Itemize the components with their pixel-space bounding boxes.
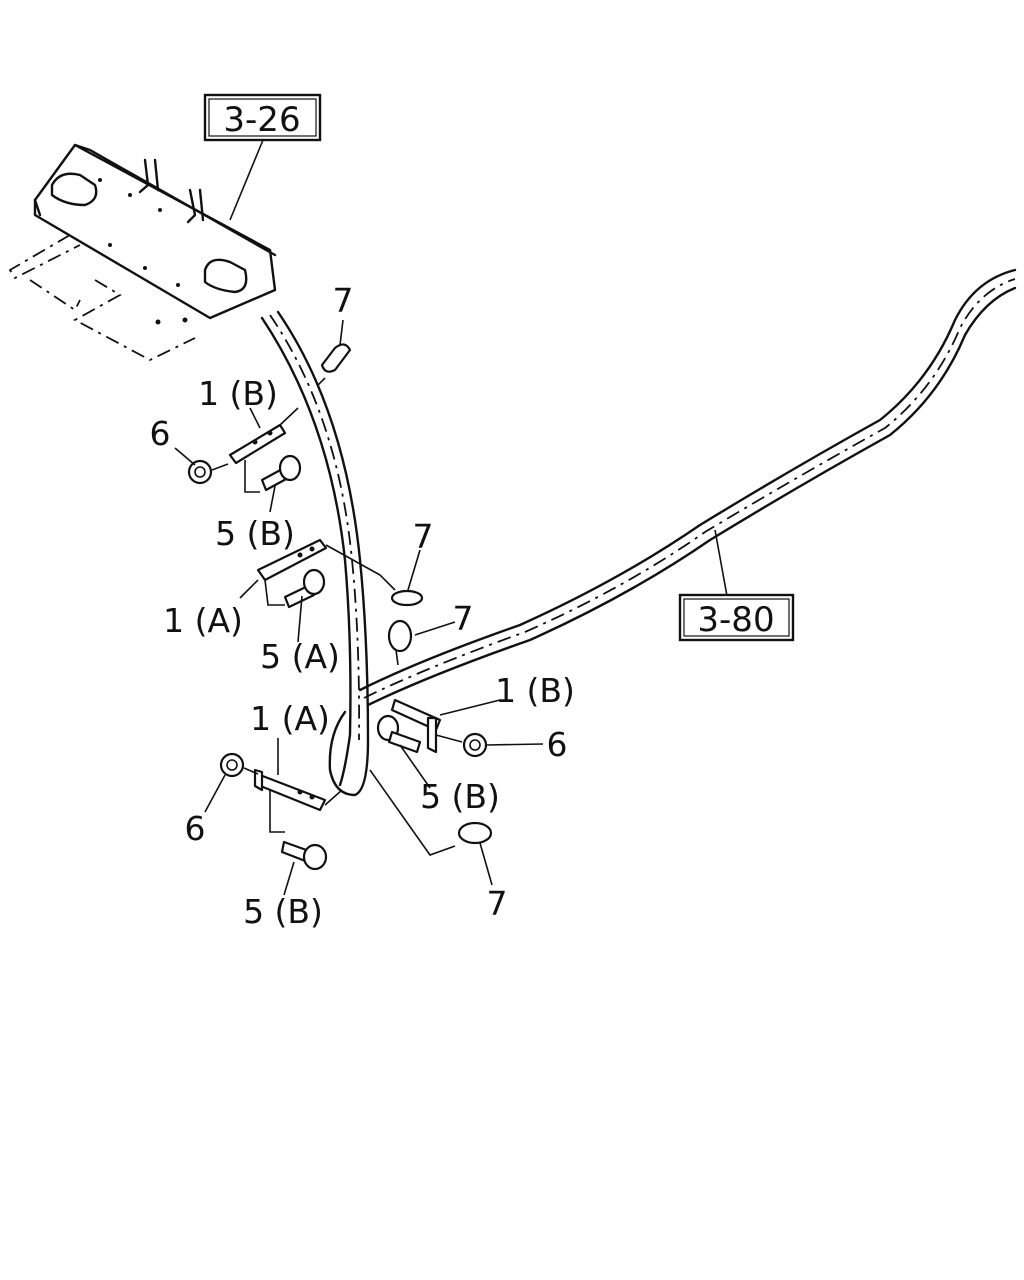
bolt-5a-mid [283, 568, 326, 609]
clip-7-top [317, 343, 352, 386]
label-6-right: 6 [547, 725, 568, 764]
label-5b-low: 5 (B) [243, 892, 323, 931]
label-7-mid: 7 [413, 517, 434, 556]
ref-3-26-text: 3-26 [223, 100, 300, 140]
bolt-5b-right [376, 714, 422, 754]
label-6-top: 6 [150, 414, 171, 453]
bracket-1b-top [228, 407, 299, 493]
label-1b-right: 1 (B) [495, 671, 575, 710]
nut-6-top [187, 459, 229, 485]
ref-box-3-26: 3-26 [203, 93, 322, 142]
label-1a-low: 1 (A) [250, 699, 330, 738]
label-5a-mid: 5 (A) [260, 637, 340, 676]
label-7-low: 7 [487, 884, 508, 923]
label-7-top: 7 [333, 281, 354, 320]
clamp-7-mid2 [387, 619, 413, 666]
front-hose [260, 310, 370, 797]
part-labels: 7 1 (B) 6 5 (B) 7 1 (A) 7 5 (A) 1 (B) 6 … [150, 281, 575, 931]
label-1b-top: 1 (B) [198, 374, 278, 413]
label-5b-right: 5 (B) [420, 777, 500, 816]
ref-3-80-text: 3-80 [697, 600, 774, 640]
nut-6-right [462, 732, 488, 758]
label-1a-mid: 1 (A) [163, 601, 243, 640]
bracket-1b-right [390, 698, 463, 754]
bracket-1a-mid [256, 538, 381, 606]
label-6-low: 6 [185, 809, 206, 848]
bracket-1a-low [253, 768, 343, 833]
ref-box-3-80: 3-80 [678, 593, 795, 642]
leader-lines [174, 139, 736, 896]
mounting-bracket-assembly [8, 143, 277, 362]
bolt-5b-low [280, 840, 328, 871]
bolt-5b-top [260, 454, 302, 492]
label-7-mid2: 7 [453, 599, 474, 638]
label-5b-top: 5 (B) [215, 514, 295, 553]
clamp-7-mid [379, 574, 424, 607]
clamp-7-low [369, 769, 493, 856]
rear-hose [358, 268, 1017, 707]
nut-6-low [219, 752, 259, 778]
